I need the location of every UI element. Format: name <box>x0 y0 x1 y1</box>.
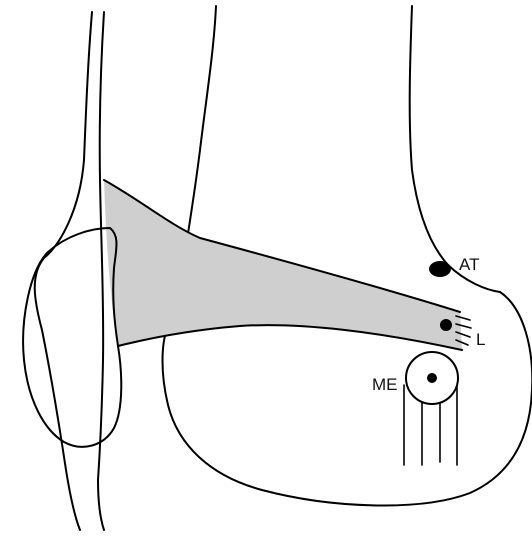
at-marker <box>429 261 451 277</box>
l-label: L <box>476 330 485 349</box>
patella <box>23 228 121 447</box>
l-marker <box>440 319 452 331</box>
me-marker <box>427 373 437 383</box>
left-bone-outer-outline <box>35 12 92 530</box>
shaft-right-outline <box>410 6 500 292</box>
at-label: AT <box>459 255 479 274</box>
left-bone-inner-outline <box>98 12 104 530</box>
me-label: ME <box>372 375 398 394</box>
shaft-left-outline <box>187 6 216 240</box>
